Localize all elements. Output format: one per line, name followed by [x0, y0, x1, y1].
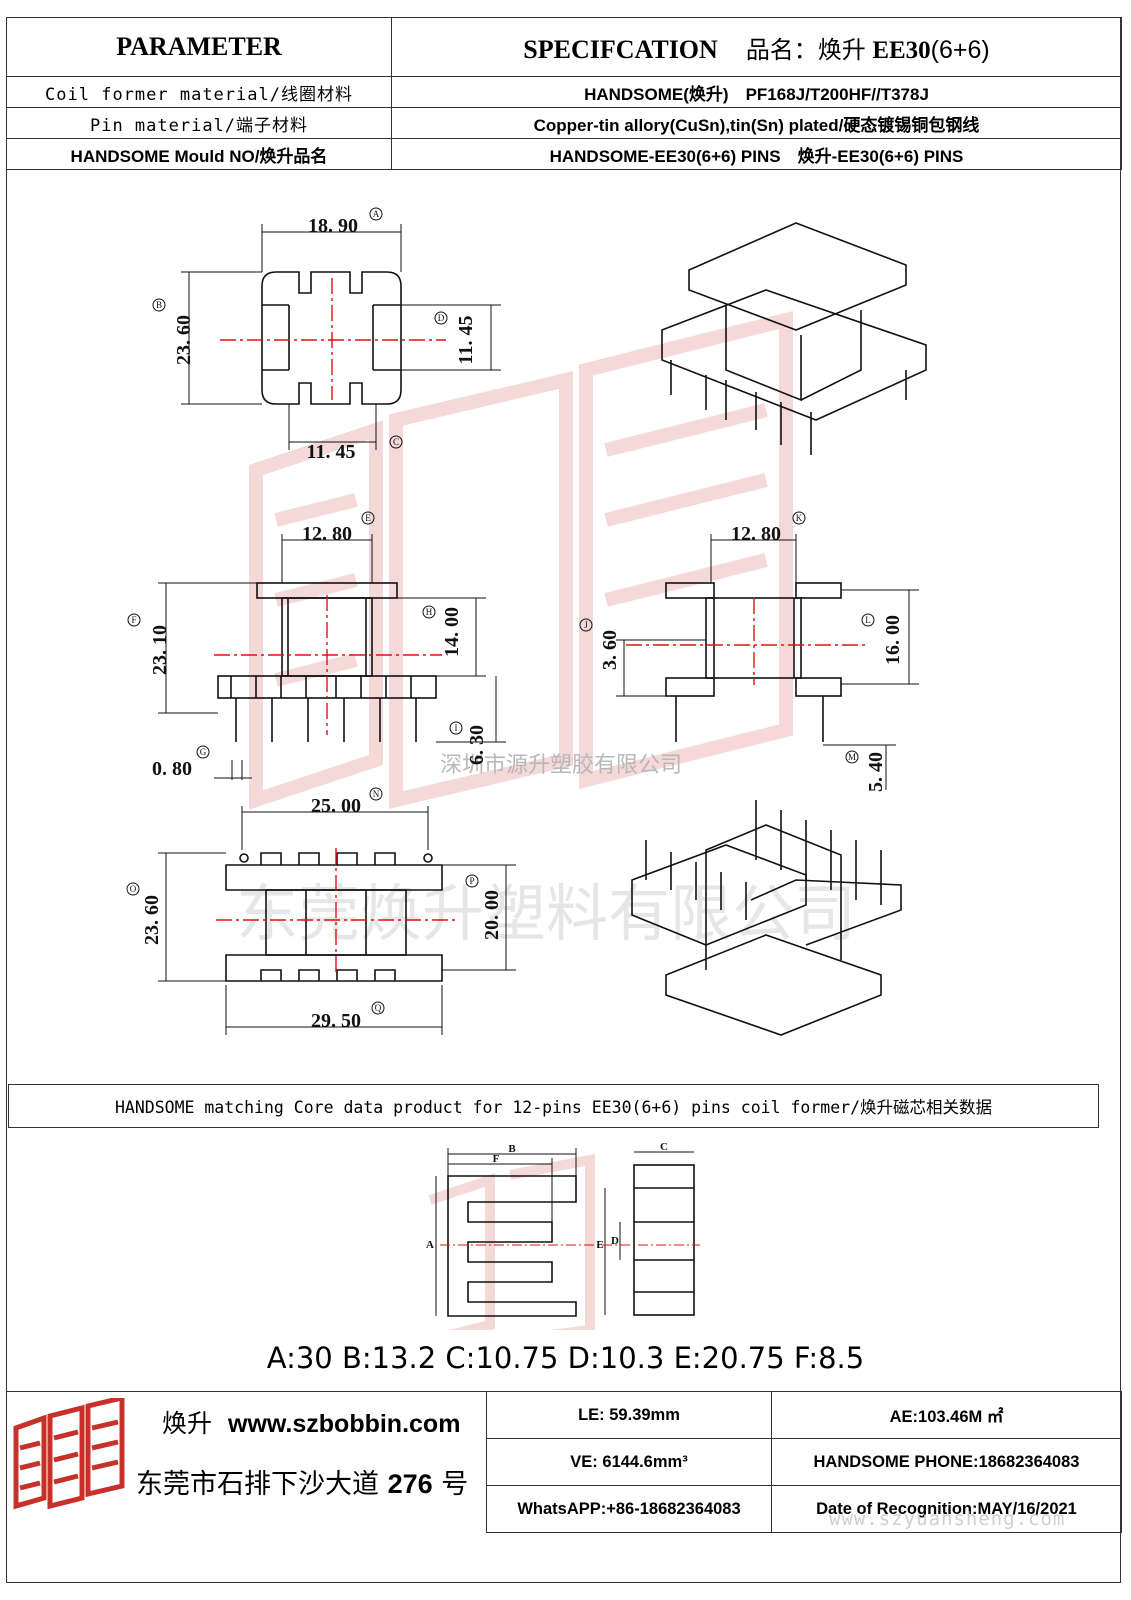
svg-text:F: F: [131, 615, 136, 625]
callout-k: K: [792, 511, 806, 525]
svg-text:O: O: [130, 884, 137, 894]
callout-j: J: [579, 618, 593, 632]
brand-cn: 焕升: [162, 1409, 213, 1438]
watermark-company-large: 东莞焕升塑料有限公司: [236, 877, 856, 950]
ve-value: VE: 6144.6mm³: [486, 1438, 772, 1486]
mould-no-value: HANDSOME-EE30(6+6) PINS 焕升-EE30(6+6) PIN…: [391, 138, 1122, 170]
pin-material-value: Copper-tin allory(CuSn),tin(Sn) plated/硬…: [391, 107, 1122, 139]
callout-p: P: [465, 874, 479, 888]
svg-text:I: I: [455, 723, 458, 733]
parameter-header: PARAMETER: [6, 17, 392, 77]
address-suffix: 号: [441, 1469, 469, 1500]
callout-f: F: [127, 613, 141, 627]
callout-o: O: [126, 882, 140, 896]
svg-text:G: G: [200, 747, 207, 757]
dim-f: 23. 10: [149, 625, 171, 675]
core-label-b: B: [508, 1143, 516, 1155]
dim-p: 20. 00: [481, 890, 503, 940]
core-diagram: B F C A E D: [426, 1141, 700, 1330]
svg-text:J: J: [584, 620, 588, 630]
product-model-suffix: (6+6): [930, 35, 990, 64]
product-name-label: 品名：: [745, 35, 818, 64]
dim-k: 12. 80: [731, 523, 781, 545]
centerlines: [214, 278, 866, 975]
svg-text:P: P: [469, 876, 474, 886]
core-label-f: F: [493, 1153, 500, 1165]
dim-b: 23. 60: [173, 315, 195, 365]
phone-value: HANDSOME PHONE:18682364083: [771, 1438, 1122, 1486]
ae-value: AE:103.46M ㎡: [771, 1391, 1122, 1439]
spec-table: PARAMETER SPECIFCATION 品名：焕升 EE30(6+6) Co…: [6, 17, 1122, 170]
dim-o: 23. 60: [141, 895, 163, 945]
callout-q: Q: [371, 1001, 385, 1015]
dim-a: 18. 90: [308, 215, 358, 237]
callout-e: E: [361, 511, 375, 525]
iso-view-top: [661, 222, 927, 455]
side-view: [665, 582, 842, 742]
svg-text:D: D: [438, 313, 445, 323]
address-cn: 东莞市石排下沙大道: [136, 1469, 379, 1500]
dim-i: 6. 30: [466, 725, 488, 765]
core-label-e: E: [596, 1239, 603, 1251]
footer-brand: 焕升 www.szbobbin.com: [162, 1404, 460, 1440]
svg-text:M: M: [848, 752, 856, 762]
callout-a: A: [369, 207, 383, 221]
mould-no-label: HANDSOME Mould NO/焕升品名: [6, 138, 392, 170]
callout-d: D: [434, 311, 448, 325]
watermark-company-small: 深圳市源升塑胶有限公司: [440, 753, 682, 778]
specification-label: SPECIFCATION: [523, 34, 718, 64]
dim-g: 0. 80: [152, 758, 192, 780]
dim-q: 29. 50: [311, 1010, 361, 1032]
dim-n: 25. 00: [311, 795, 361, 817]
product-name-cn: 焕升: [817, 35, 866, 64]
core-label-c: C: [660, 1141, 668, 1153]
svg-text:B: B: [156, 300, 162, 310]
technical-drawing: 深圳市源升塑胶有限公司 东莞焕升塑料有限公司: [126, 207, 927, 1036]
watermark-site: www.szyuansheng.com: [829, 1508, 1066, 1530]
dim-l: 16. 00: [882, 615, 904, 665]
svg-text:E: E: [365, 513, 371, 523]
dim-m: 5. 40: [865, 752, 887, 792]
core-parameters-table: LE: 59.39mm AE:103.46M ㎡ VE: 6144.6mm³ H…: [486, 1391, 1122, 1533]
product-model: EE30: [872, 36, 931, 64]
dim-d: 11. 45: [455, 316, 477, 365]
callout-i: I: [449, 721, 463, 735]
core-label-a: A: [426, 1239, 434, 1251]
matching-core-title: HANDSOME matching Core data product for …: [8, 1084, 1099, 1128]
callout-h: H: [422, 605, 436, 619]
callout-m: M: [845, 750, 859, 764]
svg-text:K: K: [796, 513, 803, 523]
le-value: LE: 59.39mm: [486, 1391, 772, 1439]
dimension-lines: [158, 224, 919, 1035]
brand-website: www.szbobbin.com: [228, 1410, 461, 1438]
date-value: Date of Recognition:MAY/16/2021: [771, 1485, 1122, 1533]
footer-address: 东莞市石排下沙大道 276 号: [136, 1462, 468, 1501]
dim-c: 11. 45: [307, 441, 356, 463]
iso-view-bottom: [631, 800, 902, 1036]
callout-n: N: [369, 787, 383, 801]
dim-e: 12. 80: [302, 523, 352, 545]
callout-b: B: [152, 298, 166, 312]
svg-text:N: N: [373, 789, 380, 799]
top-view: [261, 271, 402, 405]
specification-header: SPECIFCATION 品名：焕升 EE30(6+6): [391, 17, 1122, 77]
callout-l: L: [861, 613, 875, 627]
pin-material-label: Pin material/端子材料: [6, 107, 392, 139]
dim-h: 14. 00: [441, 607, 463, 657]
svg-text:Q: Q: [375, 1003, 382, 1013]
callout-c: C: [389, 435, 403, 449]
company-logo: [13, 1398, 125, 1510]
whatsapp-value: WhatsAPP:+86-18682364083: [486, 1485, 772, 1533]
address-number: 276: [387, 1469, 433, 1499]
dim-j: 3. 60: [599, 630, 621, 670]
coil-material-value: HANDSOME(焕升) PF168J/T200HF//T378J: [391, 76, 1122, 108]
svg-text:L: L: [865, 615, 871, 625]
svg-text:H: H: [426, 607, 433, 617]
core-label-d: D: [611, 1235, 619, 1247]
callout-g: G: [196, 745, 210, 759]
svg-text:A: A: [373, 209, 380, 219]
coil-material-label: Coil former material/线圈材料: [6, 76, 392, 108]
core-values: A:30 B:13.2 C:10.75 D:10.3 E:20.75 F:8.5: [266, 1341, 865, 1375]
svg-text:C: C: [393, 437, 399, 447]
